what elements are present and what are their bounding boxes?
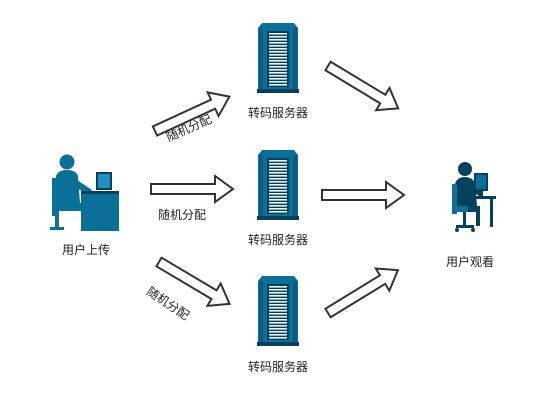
user-at-computer-icon (452, 162, 496, 232)
edge-label-upload-2: 随机分配 (158, 208, 207, 222)
server-rack-icon-1 (257, 23, 299, 93)
arrow-server-1-to-viewer (320, 53, 406, 121)
arrow-upload-to-server-2 (150, 175, 234, 203)
desk-user-icon (50, 154, 119, 231)
server-3-label: 转码服务器 (248, 360, 309, 374)
server-rack-icon-2 (257, 150, 299, 220)
arrow-server-2-to-viewer (321, 181, 405, 209)
viewer-label: 用户观看 (446, 255, 495, 269)
server-rack-icon-3 (257, 276, 299, 346)
uploader-label: 用户上传 (62, 243, 111, 257)
server-2-label: 转码服务器 (248, 233, 309, 247)
arrow-server-3-to-viewer (320, 258, 406, 326)
server-1-label: 转码服务器 (248, 106, 309, 120)
